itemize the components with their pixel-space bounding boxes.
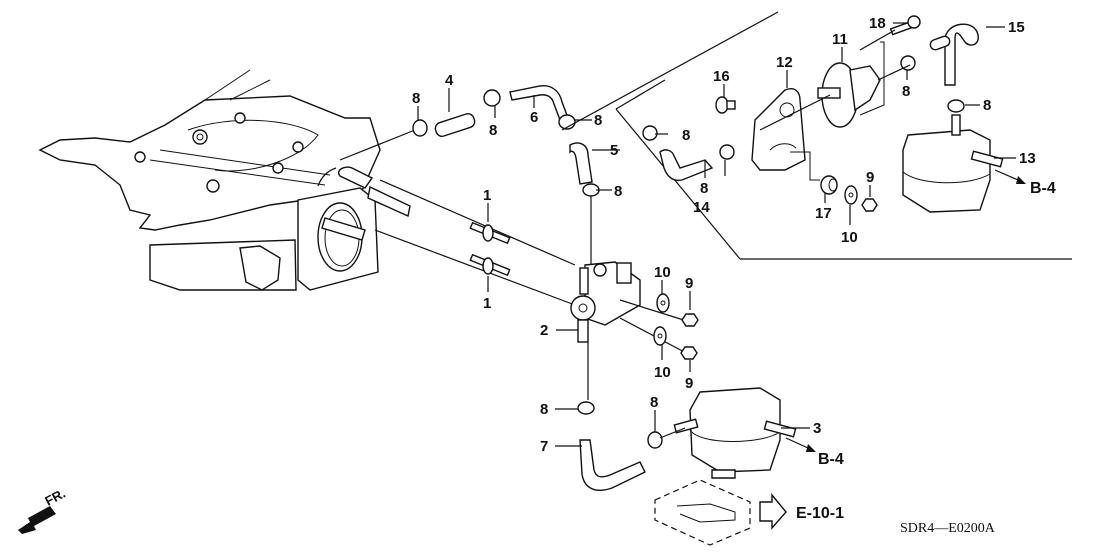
- canister-upper: [902, 114, 1004, 213]
- arrow-to-b4-upper: [1016, 176, 1026, 184]
- ref-e10-1[interactable]: E-10-1: [796, 505, 844, 522]
- callout-leaders: [417, 22, 1016, 447]
- callout-9: 9: [866, 169, 874, 186]
- callout-10: 10: [654, 364, 671, 381]
- grommet-16: [715, 96, 736, 114]
- callout-14: 14: [693, 199, 710, 216]
- callout-11: 11: [832, 31, 848, 48]
- hose-15: [929, 23, 979, 86]
- callout-8: 8: [540, 401, 548, 418]
- grommet-17: [820, 175, 838, 195]
- valve-11: [817, 62, 881, 128]
- intake-manifold: [38, 69, 411, 291]
- callout-8: 8: [614, 183, 622, 200]
- callout-8: 8: [489, 122, 497, 139]
- callout-12: 12: [776, 54, 793, 71]
- callout-6: 6: [530, 109, 538, 126]
- hose-4: [434, 113, 476, 137]
- callout-2: 2: [540, 322, 548, 339]
- arrow-to-b4-lower: [806, 444, 816, 452]
- inset-frame: [561, 11, 1072, 260]
- diagram-code: SDR4—E0200A: [900, 521, 996, 536]
- callout-8: 8: [700, 180, 708, 197]
- callout-9: 9: [685, 375, 693, 392]
- e10-reference-box: [654, 479, 787, 546]
- stud-bolt-upper: [469, 221, 511, 245]
- callout-13: 13: [1019, 150, 1036, 167]
- hose-5: [569, 142, 593, 185]
- ref-b4-lower[interactable]: B-4: [818, 451, 844, 468]
- callout-1: 1: [483, 295, 491, 312]
- callout-8: 8: [412, 90, 420, 107]
- washer-upper: [656, 293, 670, 313]
- hose-7: [579, 439, 646, 492]
- canister-lower: [673, 387, 797, 479]
- callout-3: 3: [813, 420, 821, 437]
- callout-15: 15: [1008, 19, 1025, 36]
- washer-inset: [844, 185, 858, 205]
- callout-17: 17: [815, 205, 832, 222]
- callout-16: 16: [713, 68, 730, 85]
- callout-8: 8: [902, 83, 910, 100]
- callout-18: 18: [869, 15, 886, 32]
- nut-lower: [680, 346, 698, 360]
- front-label: FR.: [42, 486, 68, 509]
- hose-14: [659, 149, 714, 182]
- bolt-18: [889, 15, 921, 36]
- hose-6: [509, 85, 569, 121]
- washer-lower: [653, 326, 667, 346]
- front-arrow-icon: [18, 506, 56, 534]
- nut-inset: [861, 198, 878, 212]
- callout-5: 5: [610, 142, 618, 159]
- callout-9: 9: [685, 275, 693, 292]
- callout-10: 10: [841, 229, 858, 246]
- callout-10: 10: [654, 264, 671, 281]
- callout-1: 1: [483, 187, 491, 204]
- purge-solenoid-valve: [570, 261, 641, 343]
- callout-8: 8: [983, 97, 991, 114]
- ref-b4-upper[interactable]: B-4: [1030, 180, 1056, 197]
- bracket-12: [751, 88, 806, 171]
- nut-upper: [681, 313, 699, 327]
- callout-4: 4: [445, 72, 454, 89]
- callout-8: 8: [682, 127, 690, 144]
- stud-bolt-lower: [469, 253, 511, 277]
- callout-8: 8: [594, 112, 602, 129]
- stud-leader-lines: [339, 127, 576, 306]
- callout-7: 7: [540, 438, 548, 455]
- callout-8: 8: [650, 394, 658, 411]
